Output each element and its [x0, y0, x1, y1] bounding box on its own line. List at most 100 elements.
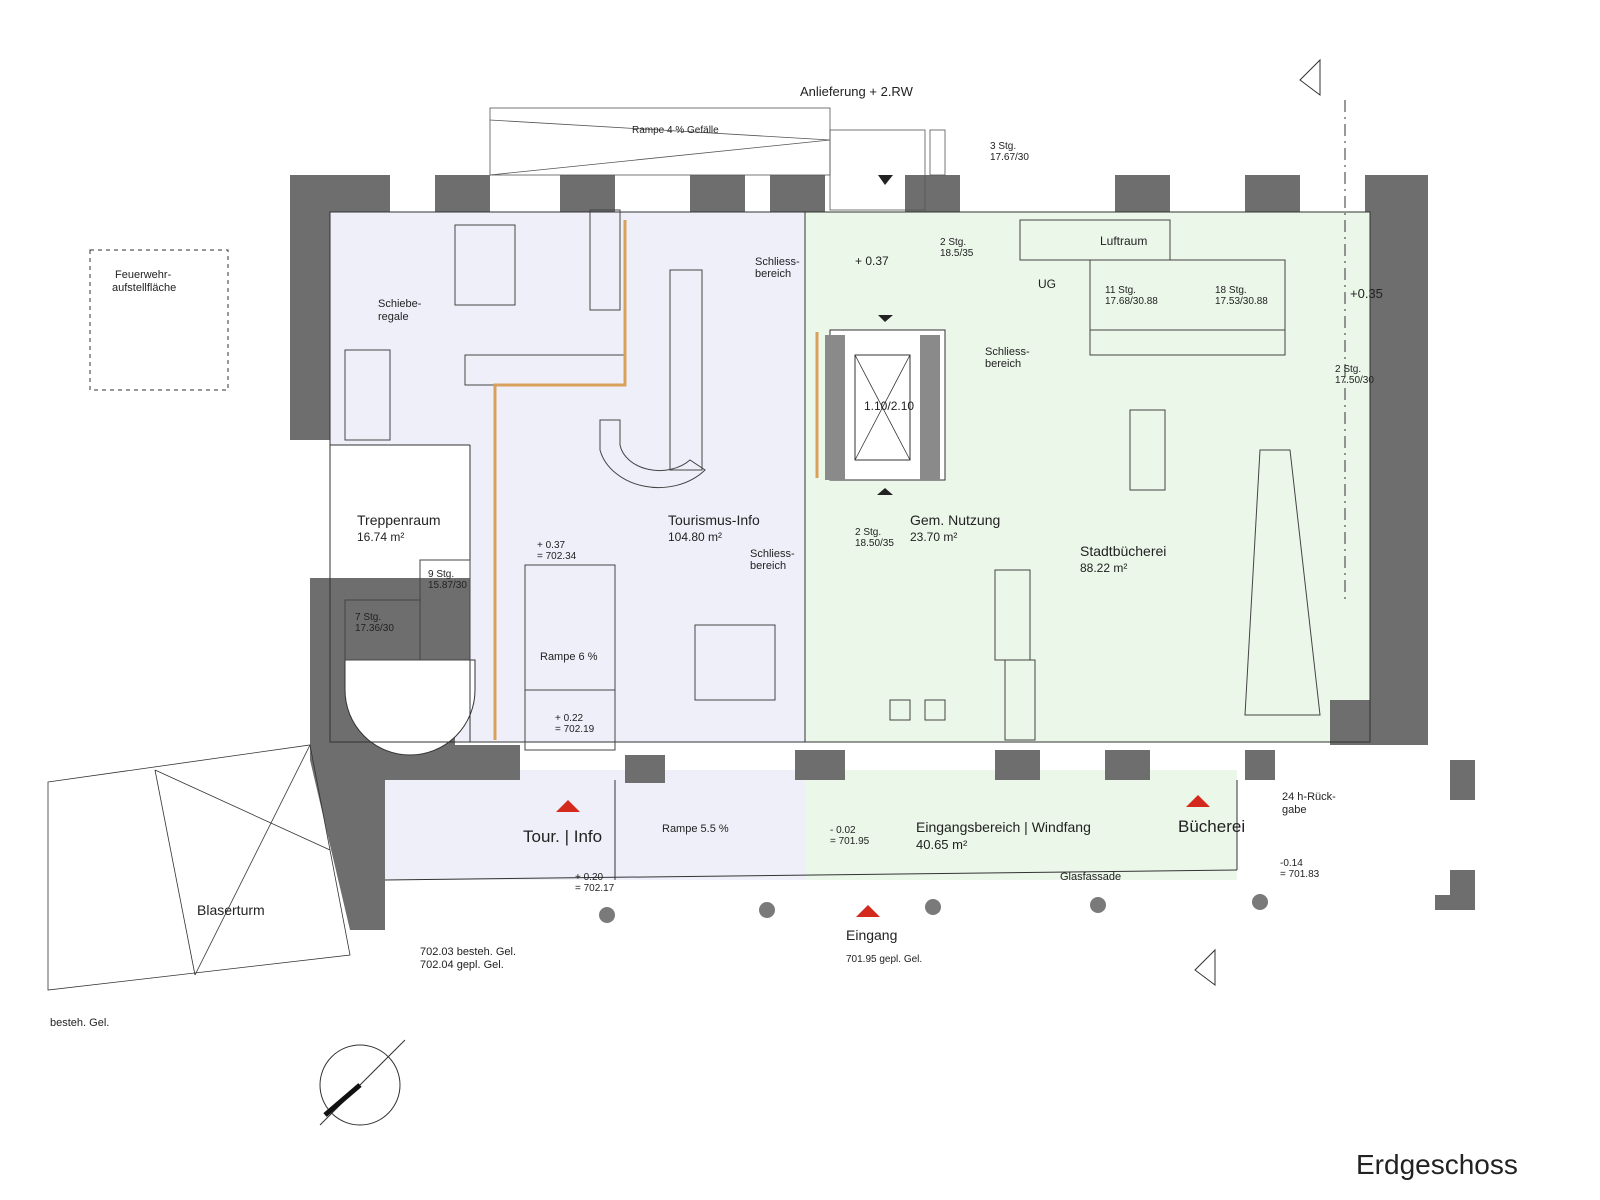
tourism-level2-b: = 702.19: [555, 724, 595, 735]
right-level-a: -0.14: [1280, 858, 1303, 869]
lib-stairs11-b: 17.68/30.88: [1105, 296, 1158, 307]
main-entrance-level: 701.95 gepl. Gel.: [846, 954, 922, 965]
entrance-area: 40.65 m²: [916, 837, 968, 852]
info-counter-long: [669, 269, 703, 471]
entrance-level-b: = 701.95: [830, 836, 870, 847]
center-stairs2-a: 2 Stg.: [855, 527, 881, 538]
basement-label: UG: [1038, 277, 1056, 291]
stair-room-name: Treppenraum: [357, 512, 441, 528]
tourism-ramp: Rampe 6 %: [540, 651, 598, 663]
delivery-label: Anlieferung + 2.RW: [800, 84, 914, 99]
tourism-area: 104.80 m²: [668, 530, 722, 544]
center-stairs-a: 2 Stg.: [940, 237, 966, 248]
long-shelf: [1244, 449, 1321, 716]
seat-b: [924, 699, 946, 721]
tourism-lock-a: Schliess-: [755, 256, 800, 268]
return-b: gabe: [1282, 804, 1306, 816]
section-marker-bottom: [1194, 948, 1216, 986]
center-lock-b: bereich: [985, 358, 1021, 370]
return-a: 24 h-Rück-: [1282, 791, 1336, 803]
main-entrance-marker: [856, 905, 880, 917]
right-level-b: = 701.83: [1280, 869, 1320, 880]
building-outline: [329, 211, 1371, 743]
existing-level: besteh. Gel.: [50, 1017, 109, 1029]
library-area: 88.22 m²: [1080, 561, 1127, 575]
display-table: [694, 624, 776, 701]
library-entrance-label: Bücherei: [1178, 817, 1245, 836]
stair-7: [344, 599, 421, 661]
stairs-top-b: 17.67/30: [990, 152, 1029, 163]
tourism-level3-b: = 702.17: [575, 883, 615, 894]
door-marker-top: [878, 175, 893, 185]
tourism-level1-b: = 702.34: [537, 551, 577, 562]
delivery-ramp: [489, 107, 831, 176]
library-entrance-marker: [1186, 795, 1210, 807]
tourism-name: Tourismus-Info: [668, 512, 760, 528]
lib-level: +0.35: [1350, 286, 1383, 301]
glass-facade: Glasfassade: [1060, 871, 1121, 883]
lib-stairs2-a: 2 Stg.: [1335, 364, 1361, 375]
tourism-entrance-label: Tour. | Info: [523, 827, 602, 846]
ramp-top-label: Rampe 4 % Gefälle: [632, 125, 719, 136]
lift-wall-right: [920, 335, 940, 480]
meeting-table: [454, 224, 516, 306]
shelves-label-b: regale: [378, 311, 409, 323]
shelf-pair-b: [1004, 659, 1036, 741]
tourism-entrance-marker: [556, 800, 580, 812]
library-name: Stadtbücherei: [1080, 543, 1166, 559]
tourism-lock-b: bereich: [755, 268, 791, 280]
lib-stairs18-b: 17.53/30.88: [1215, 296, 1268, 307]
stair-room-arc: [344, 659, 476, 756]
seat-a: [889, 699, 911, 721]
wood-panel: [493, 220, 627, 740]
center-lock-a: Schliess-: [985, 346, 1030, 358]
stair-room-area: 16.74 m²: [357, 530, 404, 544]
shelves-label-a: Schiebe-: [378, 298, 422, 310]
entrance-level-a: - 0.02: [830, 825, 856, 836]
lib-stairs2-b: 17.50/30: [1335, 375, 1374, 386]
tower-label: Blaserturm: [197, 902, 265, 918]
tourism-lock2-a: Schliess-: [750, 548, 795, 560]
fire-label-b: aufstellfläche: [112, 282, 176, 294]
entrance-name: Eingangsbereich | Windfang: [916, 819, 1091, 835]
stairs7-a: 7 Stg.: [355, 612, 381, 623]
center-level: + 0.37: [855, 254, 889, 268]
shared-name: Gem. Nutzung: [910, 512, 1000, 528]
main-entrance-label: Eingang: [846, 927, 897, 943]
section-marker-top: [1299, 58, 1321, 96]
tourism-lock2-b: bereich: [750, 560, 786, 572]
library-landing: [1089, 329, 1286, 356]
level-b: 702.04 gepl. Gel.: [420, 959, 504, 971]
stairs7-b: 17.36/30: [355, 623, 394, 634]
fire-label-a: Feuerwehr-: [115, 269, 172, 281]
stairs9-a: 9 Stg.: [428, 569, 454, 580]
desk-left: [589, 209, 621, 311]
lib-stairs11-a: 11 Stg.: [1105, 285, 1136, 296]
corridor-marker-b: [877, 488, 893, 495]
north-arrow: [319, 1039, 406, 1126]
reception-desk: [599, 419, 706, 489]
tourism-ramp2: Rampe 5.5 %: [662, 823, 729, 835]
stair-left-upper: [344, 349, 391, 441]
lift-wall-left: [825, 335, 845, 480]
center-stairs2-b: 18.50/35: [855, 538, 894, 549]
delivery-door-frame: [829, 129, 926, 211]
stairs-top-a: 3 Stg.: [990, 141, 1016, 152]
tower-outline: [47, 744, 351, 991]
lib-stairs18-a: 18 Stg.: [1215, 285, 1247, 296]
top-stairs: [929, 129, 946, 176]
center-stairs-b: 18.5/35: [940, 248, 974, 259]
void-label: Luftraum: [1100, 234, 1147, 248]
tourism-lower-fill: [385, 770, 805, 880]
lift-label: 1.10/2.10: [864, 399, 914, 413]
level-a: 702.03 besteh. Gel.: [420, 946, 516, 958]
shared-area: 23.70 m²: [910, 530, 957, 544]
fire-brigade-area: [89, 249, 229, 391]
tourism-level2-a: + 0.22: [555, 713, 584, 724]
tourism-level3-a: + 0.20: [575, 872, 604, 883]
ramp-6: [524, 564, 616, 751]
stairs9-b: 15.87/30: [428, 580, 467, 591]
corridor-marker-a: [878, 315, 893, 322]
front-columns: [599, 894, 1268, 923]
